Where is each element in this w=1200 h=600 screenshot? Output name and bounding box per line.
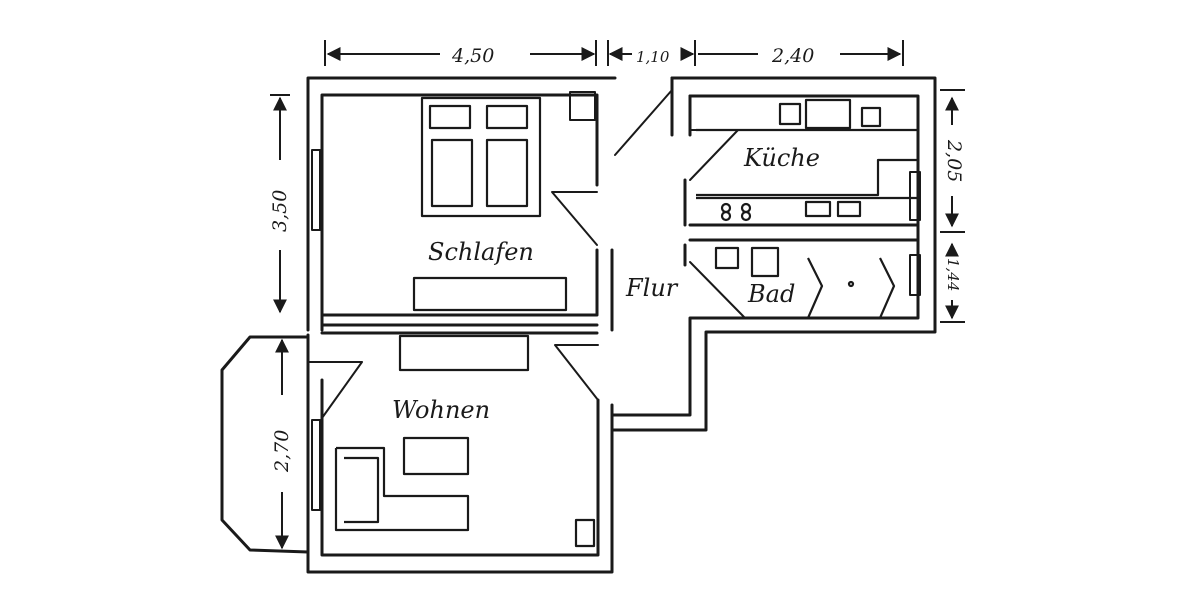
room-label-kueche: Küche (743, 144, 820, 172)
sink (804, 200, 832, 218)
bay-window (220, 335, 310, 554)
dimension-label-right-upper: 2,05 (943, 139, 965, 182)
windows (311, 91, 921, 511)
room-label-bad: Bad (747, 280, 795, 308)
dish-rack (836, 200, 862, 218)
wardrobe (412, 276, 568, 312)
dimension-lines (270, 40, 965, 550)
corner-sofa (334, 446, 470, 532)
bed (420, 96, 542, 218)
washbasin-icon (750, 246, 780, 278)
room-label-wohnen: Wohnen (392, 396, 490, 424)
coffee-table (402, 436, 470, 476)
room-label-flur: Flur (625, 274, 679, 302)
dimension-label-top-right: 2,40 (771, 45, 814, 67)
exterior-walls (306, 76, 937, 574)
sideboard (398, 334, 530, 372)
stove-icon (720, 202, 752, 222)
toilet-icon (714, 246, 740, 270)
dimension-label-left-lower: 2,70 (271, 430, 293, 473)
dimension-label-top-middle: 1,10 (636, 48, 670, 66)
kitchen-counter (696, 98, 918, 200)
plant-stand (574, 518, 596, 548)
dimension-label-left-upper: 3,50 (269, 190, 291, 232)
partition-wall (320, 323, 599, 335)
dimension-label-right-lower: 1,44 (944, 258, 962, 291)
dimension-label-top-left: 4,50 (451, 45, 494, 67)
shower (806, 257, 896, 319)
room-label-schlafen: Schlafen (428, 238, 534, 266)
